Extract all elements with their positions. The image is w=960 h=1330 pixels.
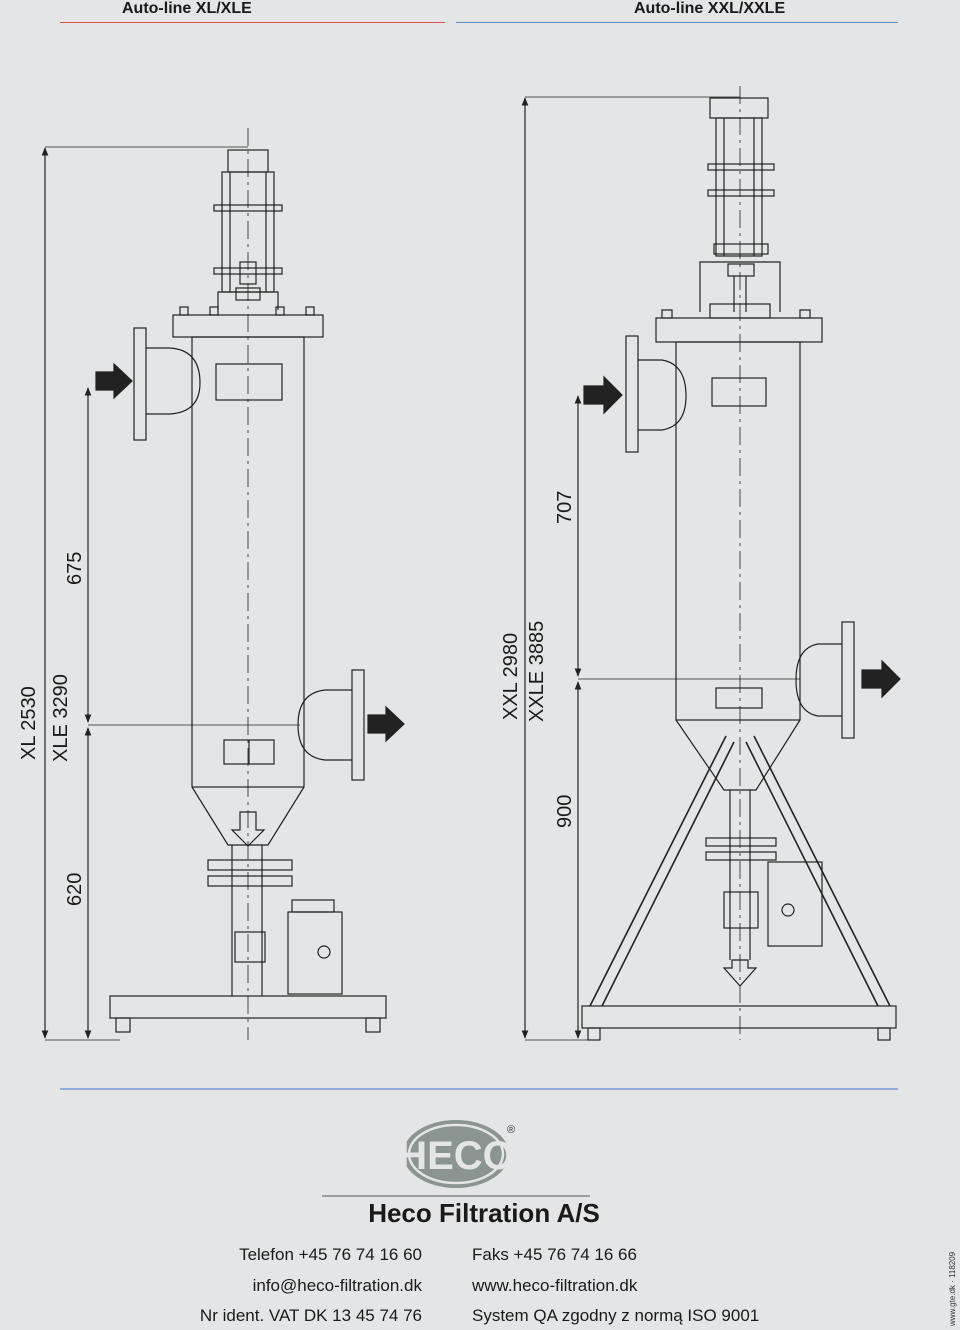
phone: Telefon +45 76 74 16 60 xyxy=(239,1245,422,1264)
qa-statement: System QA zgodny z normą ISO 9001 xyxy=(472,1306,760,1325)
left-model-title: Auto-line XL/XLE xyxy=(122,0,252,17)
xl-filter-drawing xyxy=(41,128,405,1041)
dim-xl-inlet: 675 xyxy=(64,551,86,585)
company-name: Heco Filtration A/S xyxy=(368,1198,600,1228)
left-header-rule xyxy=(60,22,445,23)
dim-xl-total: XL 2530 xyxy=(18,686,40,760)
dim-xle-total: XLE 3290 xyxy=(50,674,72,762)
side-reference: www.gte.dk · 118209 xyxy=(948,1251,957,1326)
dim-xxl-outlet: 900 xyxy=(554,794,576,828)
right-header-rule xyxy=(456,22,898,23)
xxl-filter-drawing xyxy=(521,86,901,1041)
website-link[interactable]: www.heco-filtration.dk xyxy=(472,1276,638,1295)
dim-xxl-total: XXL 2980 xyxy=(500,632,522,720)
vat-number: Nr ident. VAT DK 13 45 74 76 xyxy=(199,1306,422,1325)
dim-xxl-inlet: 707 xyxy=(554,490,576,524)
logo-text: HECO xyxy=(398,1134,514,1178)
heco-logo: HECO ® xyxy=(398,1120,515,1188)
email-link[interactable]: info@heco-filtration.dk xyxy=(252,1276,422,1295)
dim-xxle-total: XXLE 3885 xyxy=(526,620,548,722)
dim-xl-outlet: 620 xyxy=(64,872,86,906)
fax: Faks +45 76 74 16 66 xyxy=(472,1245,637,1264)
registered-mark: ® xyxy=(507,1124,515,1136)
right-model-title: Auto-line XXL/XXLE xyxy=(634,0,786,17)
